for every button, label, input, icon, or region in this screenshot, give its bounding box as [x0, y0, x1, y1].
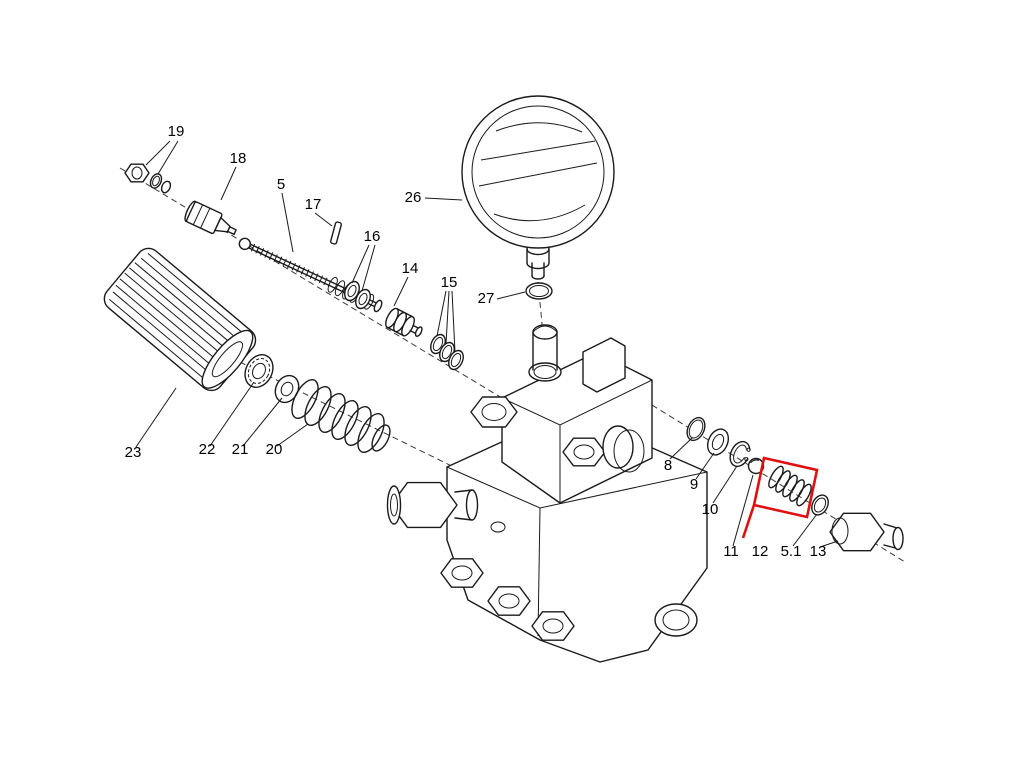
seal-9-drawing — [706, 428, 730, 456]
part-labels: 19 18 5 17 16 14 15 26 27 23 22 21 20 8 … — [125, 123, 827, 560]
sensor-18-drawing — [184, 200, 237, 236]
part-label-12: 12 — [752, 543, 769, 560]
rings-15-drawing — [430, 333, 464, 371]
washers-16-drawing — [344, 280, 371, 310]
washer-21-drawing — [274, 374, 300, 404]
part-label-8: 8 — [664, 457, 672, 474]
part-label-5-1: 5.1 — [781, 543, 802, 560]
ring-8-drawing — [686, 416, 706, 442]
part-label-26: 26 — [405, 189, 422, 206]
spring-12-drawing — [768, 465, 812, 507]
part-label-19: 19 — [168, 123, 185, 140]
pin-17-drawing — [330, 221, 342, 245]
spring-20-drawing — [291, 379, 391, 453]
part-label-27: 27 — [478, 290, 495, 307]
part-label-5: 5 — [277, 176, 285, 193]
part-label-22: 22 — [199, 441, 216, 458]
part-label-16: 16 — [364, 228, 381, 245]
washer-5-1-drawing — [811, 494, 829, 516]
part-12-highlight-box — [741, 456, 819, 539]
part-label-14: 14 — [402, 260, 419, 277]
nut-rings-19-drawing — [124, 163, 172, 194]
leader-lines — [135, 140, 839, 548]
part-label-9: 9 — [690, 476, 698, 493]
part-label-20: 20 — [266, 441, 283, 458]
part-label-13: 13 — [810, 543, 827, 560]
snap-ring-10-drawing — [729, 440, 756, 468]
knob-23-drawing — [103, 247, 257, 392]
part-label-10: 10 — [702, 501, 719, 518]
part-label-18: 18 — [230, 150, 247, 167]
part-label-17: 17 — [305, 196, 322, 213]
part-label-23: 23 — [125, 444, 142, 461]
valve-body-drawing — [386, 324, 708, 663]
part-label-15: 15 — [441, 274, 458, 291]
plug-13-drawing — [829, 512, 904, 552]
part-label-21: 21 — [232, 441, 249, 458]
spool-14-drawing — [385, 307, 423, 337]
o-ring-27-drawing — [525, 282, 553, 300]
part-label-11: 11 — [723, 543, 739, 560]
pressure-gauge-26-drawing — [461, 95, 615, 280]
